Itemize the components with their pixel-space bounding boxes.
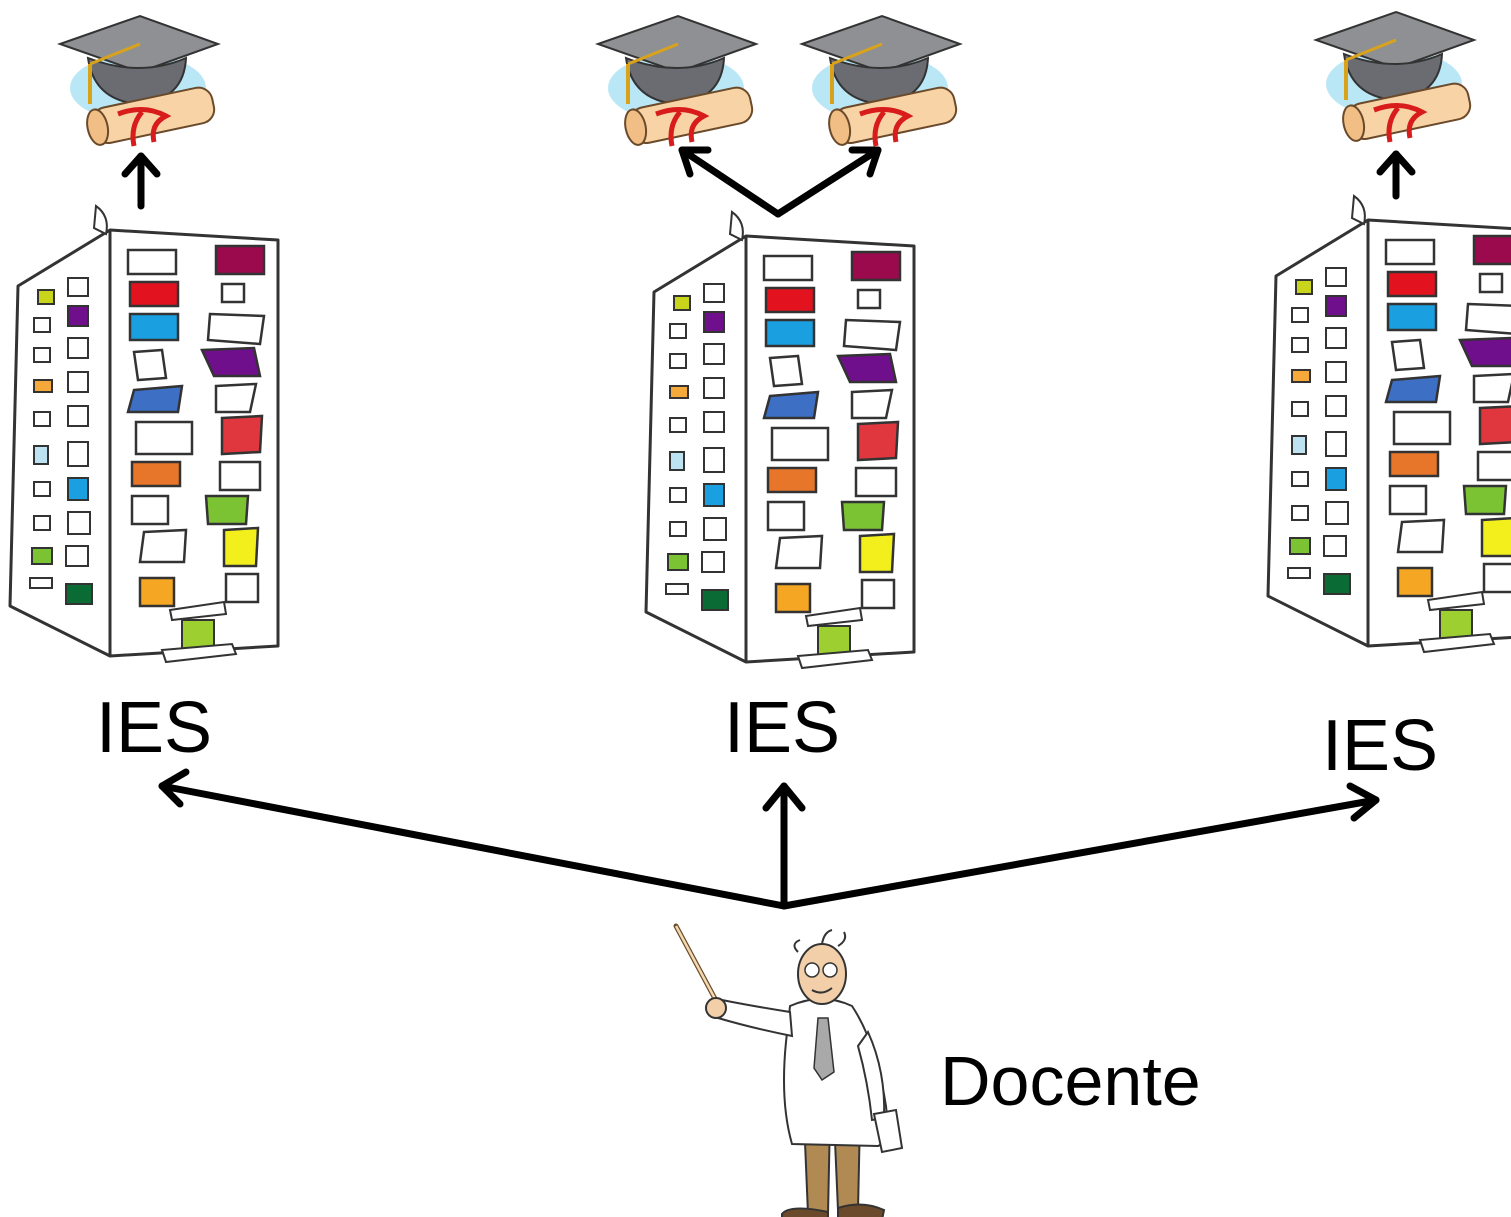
arrow-building-to-degree-right bbox=[1376, 150, 1416, 200]
building-icon bbox=[8, 204, 280, 664]
arrow-teacher-to-ies-right bbox=[780, 782, 1380, 910]
graduation-cap-icon bbox=[1316, 12, 1474, 143]
arrow-teacher-to-ies-center bbox=[762, 782, 806, 910]
ies-label-right: IES bbox=[1322, 706, 1439, 786]
graduation-cap-icon bbox=[598, 16, 756, 147]
building-icon bbox=[644, 210, 916, 670]
arrow-building-to-degree-left bbox=[121, 152, 161, 210]
graduation-cap-icon bbox=[60, 16, 218, 147]
teacher-label: Docente bbox=[940, 1042, 1201, 1120]
arrow-building-to-degree-center-right bbox=[774, 146, 882, 218]
arrow-building-to-degree-center-left bbox=[678, 146, 782, 218]
teacher-icon bbox=[676, 926, 902, 1217]
ies-label-left: IES bbox=[96, 688, 213, 768]
arrow-teacher-to-ies-left bbox=[158, 768, 788, 910]
graduation-cap-icon bbox=[802, 16, 960, 147]
ies-label-center: IES bbox=[724, 688, 841, 768]
building-icon bbox=[1266, 194, 1511, 654]
